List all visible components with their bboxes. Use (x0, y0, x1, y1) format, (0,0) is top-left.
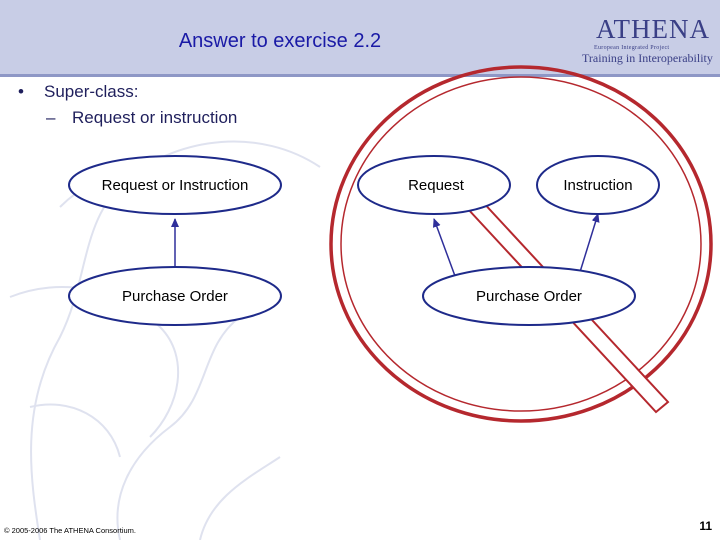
sub-bullet-dash: – (46, 108, 56, 127)
sub-bullet-text: Request or instruction (72, 108, 238, 127)
bullet-list: • Super-class: – Request or instruction (18, 82, 237, 128)
sub-bullet-item: – Request or instruction (46, 108, 237, 128)
class-node-request (357, 155, 511, 215)
slide-title: Answer to exercise 2.2 (178, 30, 382, 52)
right-diagram: Request Instruction Purchase Order (357, 155, 660, 326)
logo-wordmark: ATHENA (596, 14, 710, 44)
header-band (0, 0, 720, 74)
inheritance-arrow (579, 213, 600, 273)
class-node-purchase-order-right (422, 266, 636, 326)
bullet-dot: • (18, 82, 24, 101)
class-node-request-or-instruction (68, 155, 282, 215)
class-label-purchase-order-left: Purchase Order (122, 288, 228, 305)
class-label-request-or-instruction: Request or Instruction (102, 177, 249, 194)
class-label-purchase-order-right: Purchase Order (476, 288, 582, 305)
athena-logo: ATHENA European Integrated Project Train… (580, 14, 714, 66)
prohibition-sign (329, 65, 713, 423)
bullet-text-superclass: Super-class: (44, 82, 139, 101)
logo-tagline: Training in Interoperability (582, 51, 713, 65)
logo-subtitle: European Integrated Project (594, 45, 670, 51)
left-diagram: Request or Instruction Purchase Order (68, 155, 282, 326)
bullet-item: • Super-class: (18, 82, 237, 102)
page-number: 11 (699, 519, 712, 533)
class-label-instruction: Instruction (563, 177, 632, 194)
footer-copyright: © 2005-2006 The ATHENA Consortium. (4, 526, 136, 535)
class-node-purchase-order-left (68, 266, 282, 326)
class-label-request: Request (408, 177, 465, 194)
header-rule (0, 74, 720, 77)
class-node-instruction (536, 155, 660, 215)
inheritance-arrow (433, 218, 456, 277)
